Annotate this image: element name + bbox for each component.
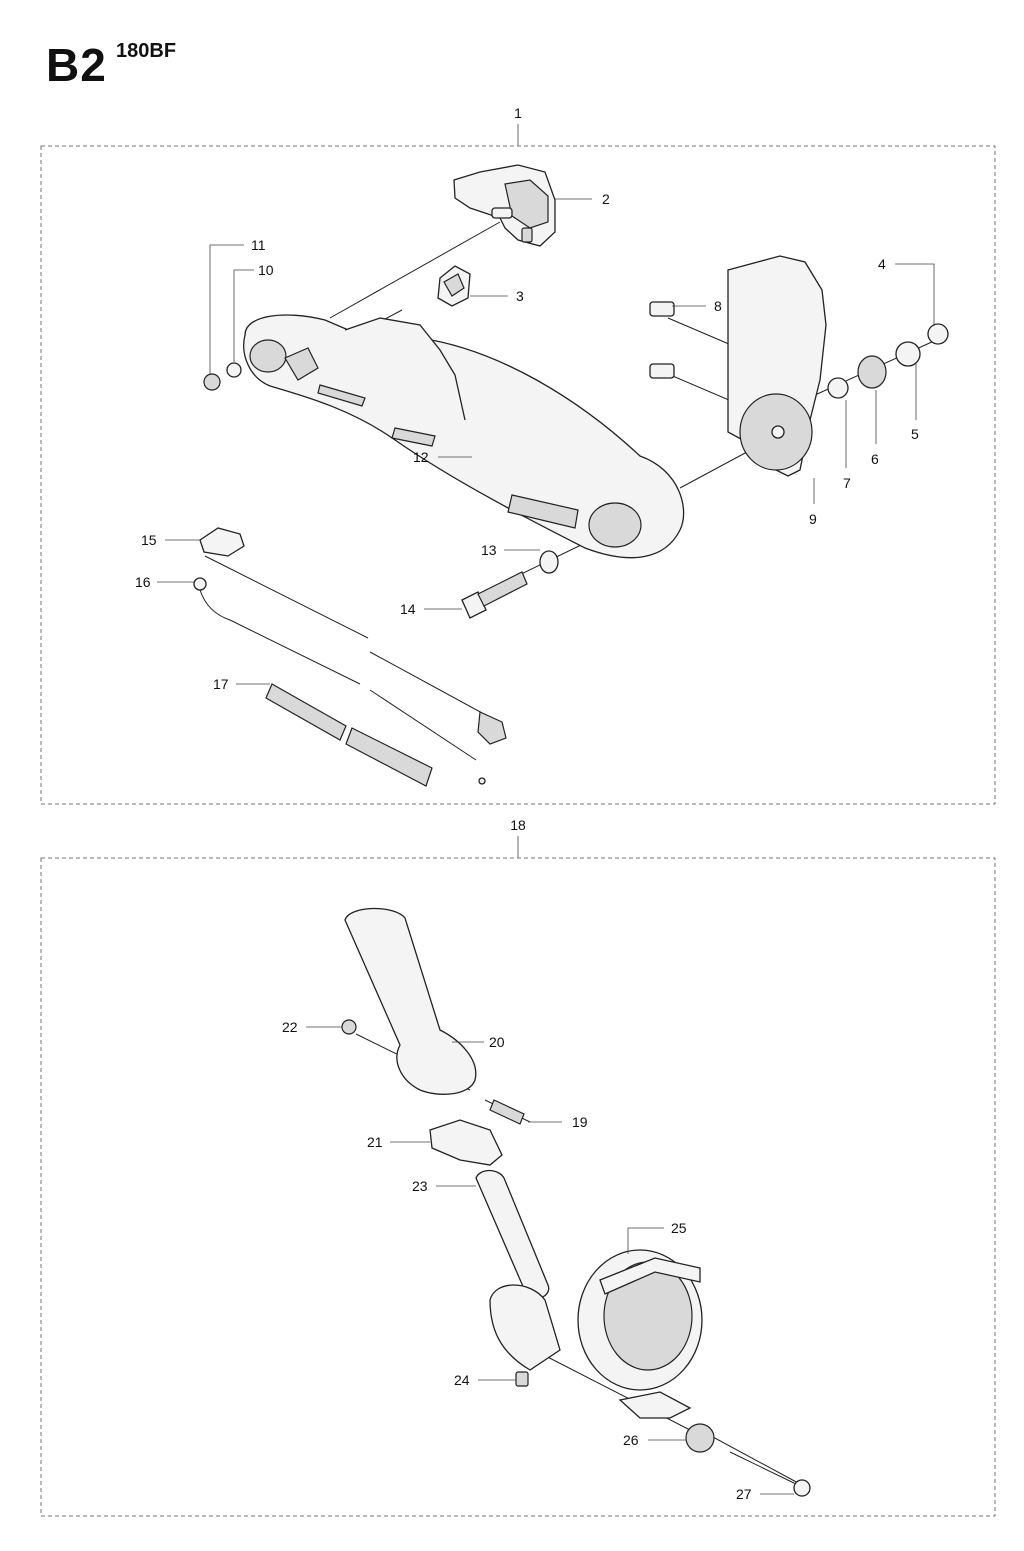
model-code: 180BF bbox=[116, 40, 177, 62]
callout-11: 11 bbox=[251, 237, 266, 253]
nut-part bbox=[341, 1019, 357, 1035]
nut-part bbox=[515, 1371, 529, 1387]
callout-24: 24 bbox=[454, 1372, 470, 1388]
washer-part bbox=[827, 377, 849, 399]
spring-part bbox=[857, 355, 887, 389]
callout-4: 4 bbox=[878, 256, 886, 272]
callout-17: 17 bbox=[213, 676, 229, 692]
callout-6: 6 bbox=[871, 451, 879, 467]
handle-arm-assembly-drawing bbox=[193, 164, 949, 787]
screw-part bbox=[649, 301, 675, 379]
nut-part bbox=[927, 323, 949, 345]
callout-16: 16 bbox=[135, 574, 151, 590]
lever-housing-part bbox=[453, 164, 556, 247]
stop-cable-part bbox=[193, 577, 486, 785]
page-title: B2 180BF bbox=[46, 38, 176, 92]
group-18-box bbox=[40, 857, 996, 1517]
callout-26: 26 bbox=[623, 1432, 639, 1448]
elbow-part bbox=[489, 1284, 561, 1371]
callout-25: 25 bbox=[671, 1220, 687, 1236]
callout-13: 13 bbox=[481, 542, 497, 558]
callout-10: 10 bbox=[258, 262, 274, 278]
washer-part bbox=[895, 341, 921, 367]
callout-27: 27 bbox=[736, 1486, 752, 1502]
bolt-part bbox=[729, 1451, 811, 1497]
section-code: B2 bbox=[46, 39, 107, 91]
callout-7: 7 bbox=[843, 475, 851, 491]
group-1-label: 1 bbox=[514, 105, 522, 121]
group-1-box bbox=[40, 145, 996, 805]
front-handle-assembly-drawing bbox=[341, 907, 811, 1497]
callout-15: 15 bbox=[141, 532, 157, 548]
callout-3: 3 bbox=[516, 288, 524, 304]
switch-part bbox=[437, 265, 471, 307]
group-18-label: 18 bbox=[510, 817, 526, 833]
mount-bracket-part bbox=[727, 255, 827, 477]
grip-handle-part bbox=[344, 907, 477, 1095]
washer-part bbox=[226, 362, 242, 378]
ring-clamp-part bbox=[577, 1249, 703, 1419]
callout-19: 19 bbox=[572, 1114, 588, 1130]
nut-part bbox=[203, 373, 221, 391]
tube-part bbox=[475, 1169, 550, 1300]
callout-23: 23 bbox=[412, 1178, 428, 1194]
callout-8: 8 bbox=[714, 298, 722, 314]
callout-22: 22 bbox=[282, 1019, 298, 1035]
bolt-part bbox=[461, 571, 528, 619]
callout-2: 2 bbox=[602, 191, 610, 207]
handle-arm-part bbox=[243, 314, 685, 559]
callout-14: 14 bbox=[400, 601, 416, 617]
callout-21: 21 bbox=[367, 1134, 383, 1150]
screw-part bbox=[489, 1099, 525, 1125]
coil-spring-part bbox=[265, 683, 433, 787]
clamp-part bbox=[429, 1119, 503, 1166]
callout-20: 20 bbox=[489, 1034, 505, 1050]
throttle-cable-part bbox=[199, 527, 507, 745]
callout-5: 5 bbox=[911, 426, 919, 442]
callout-12: 12 bbox=[413, 449, 429, 465]
callout-9: 9 bbox=[809, 511, 817, 527]
callout-leaders bbox=[157, 198, 935, 1495]
star-knob-part bbox=[685, 1423, 715, 1453]
washer-part bbox=[539, 550, 559, 574]
